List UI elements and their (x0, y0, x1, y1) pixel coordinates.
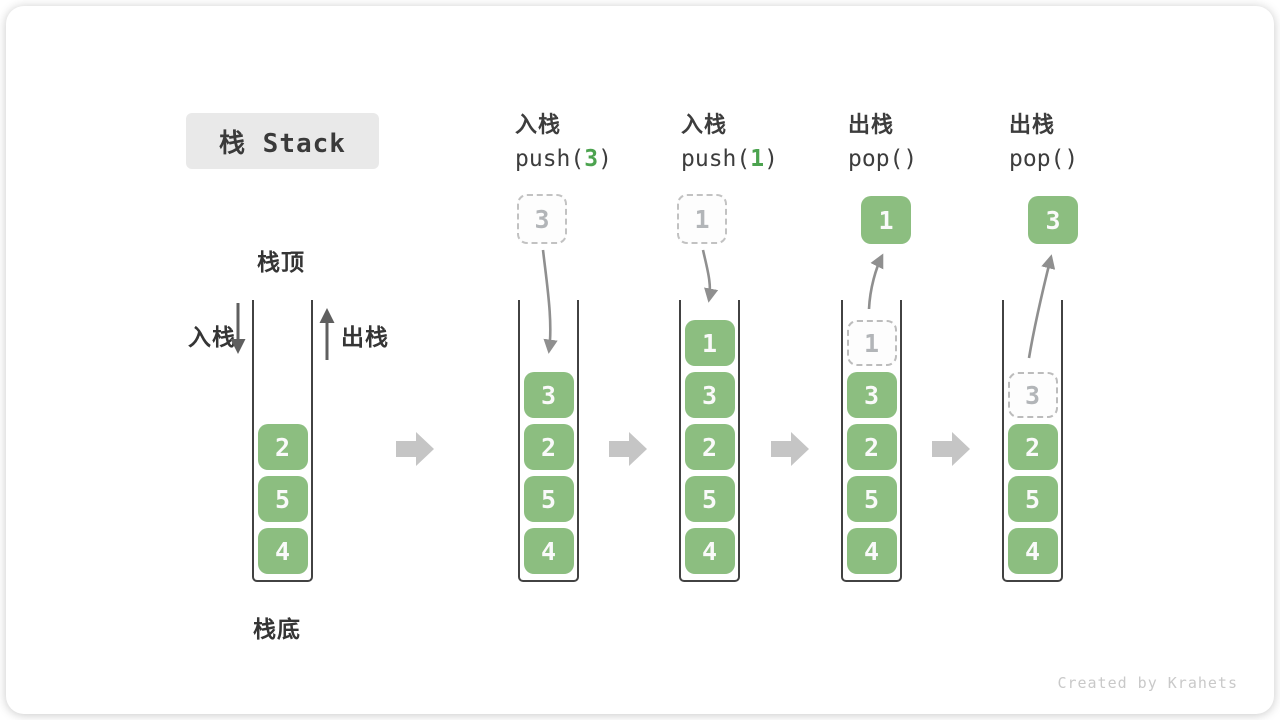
stack-state-initial: 2 5 4 (252, 300, 313, 582)
code-fn: pop( (848, 146, 904, 172)
code-close: ) (598, 146, 612, 172)
pushed-value-box: 3 (517, 194, 567, 244)
operation-code: push(1) (681, 146, 778, 172)
stack-cell: 5 (684, 476, 735, 522)
code-close: ) (1064, 146, 1079, 172)
push-1-arrow-icon (701, 249, 719, 303)
stack-cell: 4 (846, 528, 897, 574)
stack-cell: 5 (523, 476, 574, 522)
stack-state-after-push-1: 1 3 2 5 4 (679, 300, 740, 582)
operation-header-pop-1: 出栈 pop() (848, 107, 917, 172)
stack-state-after-pop-2: 3 2 5 4 (1002, 300, 1063, 582)
stack-cell: 3 (846, 372, 897, 418)
stack-cell: 2 (1007, 424, 1058, 470)
right-block-arrow-icon (771, 432, 809, 466)
stack-cell: 4 (523, 528, 574, 574)
stack-cell-removed: 1 (846, 320, 897, 366)
push-side-label: 入栈 (188, 325, 236, 351)
diagram-title: 栈 Stack (186, 113, 379, 169)
pop-side-label: 出栈 (341, 325, 389, 351)
operation-code: push(3) (515, 146, 612, 172)
operation-header-push-3: 入栈 push(3) (515, 107, 612, 172)
popped-value-box: 1 (861, 196, 911, 244)
code-close: ) (903, 146, 918, 172)
code-close: ) (764, 146, 778, 172)
stack-cell: 4 (257, 528, 308, 574)
operation-code: pop() (848, 146, 917, 172)
pushed-value-box: 1 (677, 194, 727, 244)
stack-cell: 3 (684, 372, 735, 418)
stack-cell-removed: 3 (1007, 372, 1058, 418)
code-fn: push( (681, 146, 751, 172)
stack-state-after-pop-1: 1 3 2 5 4 (841, 300, 902, 582)
operation-code: pop() (1009, 146, 1078, 172)
stack-bottom-label: 栈底 (253, 617, 301, 643)
code-fn: push( (515, 146, 585, 172)
operation-label: 出栈 (848, 113, 895, 138)
stack-cell: 5 (257, 476, 308, 522)
stack-cell: 2 (523, 424, 574, 470)
right-block-arrow-icon (609, 432, 647, 466)
code-arg: 3 (584, 146, 599, 172)
stack-cell: 5 (846, 476, 897, 522)
operation-label: 入栈 (515, 113, 562, 138)
popped-value-box: 3 (1028, 196, 1078, 244)
operation-header-push-1: 入栈 push(1) (681, 107, 778, 172)
stack-top-label: 栈顶 (257, 250, 305, 276)
footer-credit: Created by Krahets (1057, 674, 1238, 692)
stack-cell: 4 (1007, 528, 1058, 574)
operation-label: 出栈 (1009, 113, 1056, 138)
operation-label: 入栈 (681, 113, 728, 138)
code-fn: pop( (1009, 146, 1065, 172)
stack-cell: 5 (1007, 476, 1058, 522)
code-arg: 1 (750, 146, 765, 172)
right-block-arrow-icon (396, 432, 434, 466)
stack-cell: 2 (257, 424, 308, 470)
stack-cell: 2 (846, 424, 897, 470)
right-block-arrow-icon (932, 432, 970, 466)
stack-state-after-push-3: 3 2 5 4 (518, 300, 579, 582)
stack-cell: 2 (684, 424, 735, 470)
stack-cell: 1 (684, 320, 735, 366)
stack-cell: 4 (684, 528, 735, 574)
operation-header-pop-2: 出栈 pop() (1009, 107, 1078, 172)
stack-cell: 3 (523, 372, 574, 418)
